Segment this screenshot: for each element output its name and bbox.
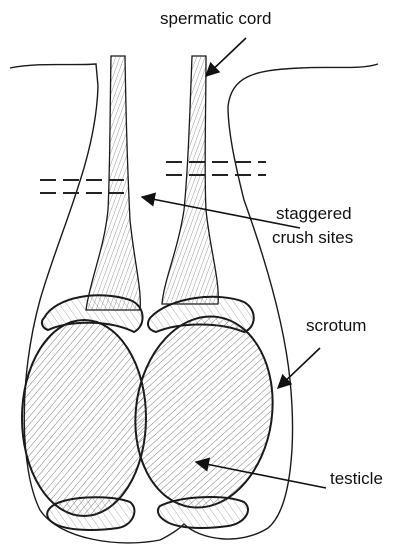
left-epididymis-tail xyxy=(47,497,134,530)
label-staggered: staggered xyxy=(276,204,352,223)
label-spermatic-cord: spermatic cord xyxy=(160,9,271,28)
right-epididymis-tail xyxy=(158,497,248,528)
right-testicle xyxy=(123,307,284,516)
label-scrotum: scrotum xyxy=(306,316,366,335)
arrow-scrotum xyxy=(278,348,320,388)
skin-outline-left xyxy=(10,64,98,86)
left-spermatic-cord xyxy=(86,56,140,310)
left-testicle xyxy=(22,320,146,516)
arrow-spermatic-cord xyxy=(206,38,246,76)
label-crush-sites: crush sites xyxy=(272,228,353,247)
right-spermatic-cord xyxy=(162,56,218,304)
skin-outline-right xyxy=(228,64,378,106)
label-testicle: testicle xyxy=(330,469,383,488)
